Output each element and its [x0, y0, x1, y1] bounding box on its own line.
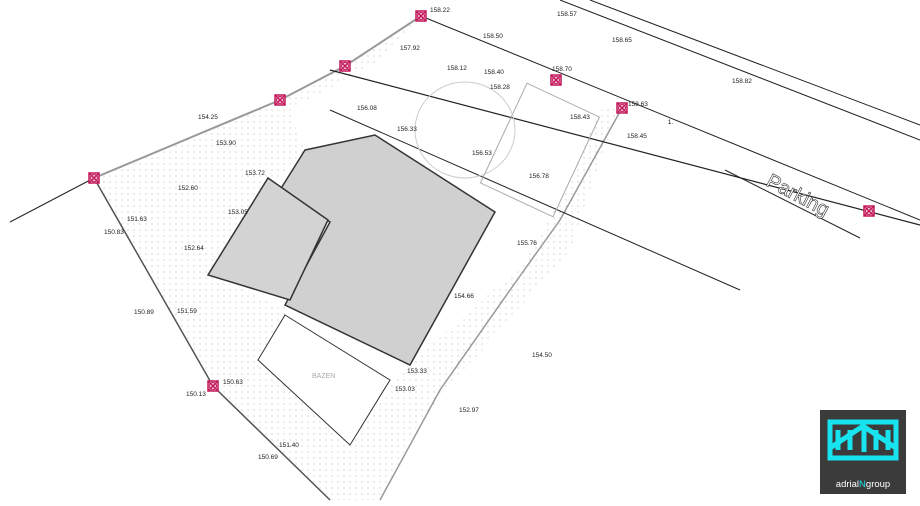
elevation-label: 150.69 [258, 454, 278, 461]
elevation-label: 156.08 [357, 105, 377, 112]
elevation-label: 156.33 [397, 126, 417, 133]
elevation-label: 158.57 [557, 11, 577, 18]
survey-marker-icon [550, 74, 562, 86]
elevation-labels: 158.22 158.57 158.50 157.92 158.65 158.12 158.… [104, 7, 752, 461]
elevation-label: 156.78 [529, 173, 549, 180]
utility-line [329, 69, 920, 226]
elevation-label: 155.76 [517, 240, 537, 247]
survey-marker-icon [616, 102, 628, 114]
elevation-label: 158.50 [483, 33, 503, 40]
elevation-label: 158.43 [570, 114, 590, 121]
logo-text-mid: N [859, 479, 866, 490]
elevation-label: 151.63 [127, 216, 147, 223]
elevation-label: 152.64 [184, 245, 204, 252]
elevation-label: 158.40 [484, 69, 504, 76]
survey-marker-icon [207, 380, 219, 392]
survey-marker-icon [863, 205, 875, 217]
plot-boundary [93, 15, 422, 179]
elevation-label: 158.82 [732, 78, 752, 85]
parking-label: Parking [763, 170, 833, 221]
pool-label: BAZEN [312, 373, 335, 380]
road-edge [559, 0, 920, 141]
elevation-label: 150.13 [186, 391, 206, 398]
elevation-label: 153.90 [216, 140, 236, 147]
elevation-label: 158.45 [627, 133, 647, 140]
parking-area [479, 82, 601, 218]
logo-text-left: adrial [835, 479, 860, 490]
survey-marker-icon [415, 10, 427, 22]
elevation-label: 158.28 [490, 84, 510, 91]
elevation-label: 154.66 [454, 293, 474, 300]
elevation-label: 158.12 [447, 65, 467, 72]
utility-line [9, 177, 95, 223]
survey-marker-icon [339, 60, 351, 72]
survey-marker-icon [88, 172, 100, 184]
note-label: 1. [668, 120, 673, 126]
plot-ground [94, 16, 622, 500]
elevation-label: 150.89 [134, 309, 154, 316]
turning-circle [414, 81, 516, 179]
elevation-label: 153.05 [228, 209, 248, 216]
elevation-label: 153.03 [395, 386, 415, 393]
logo-text-right: group [865, 479, 891, 490]
elevation-label: 152.97 [459, 407, 479, 414]
elevation-label: 158.70 [552, 66, 572, 73]
road-edge [420, 15, 920, 221]
contour-line [329, 109, 741, 291]
elevation-label: 158.63 [628, 101, 648, 108]
elevation-label: 156.53 [472, 150, 492, 157]
pool [257, 314, 391, 446]
stair-block [206, 176, 329, 301]
elevation-label: 151.59 [177, 308, 197, 315]
road-edge [589, 0, 920, 126]
elevation-label: 153.33 [407, 368, 427, 375]
parking-edge [724, 169, 861, 239]
elevation-label: 153.72 [245, 170, 265, 177]
elevation-label: 158.22 [430, 7, 450, 14]
elevation-label: 157.92 [400, 45, 420, 52]
elevation-label: 158.65 [612, 37, 632, 44]
elevation-label: 151.40 [279, 442, 299, 449]
plot-boundary-east [379, 107, 623, 501]
elevation-label: 154.50 [532, 352, 552, 359]
company-logo: adrialNgroup [820, 410, 906, 494]
elevation-label: 152.60 [178, 185, 198, 192]
logo-text: adrialNgroup [820, 479, 906, 490]
elevation-label: 150.63 [223, 379, 243, 386]
survey-markers [88, 10, 875, 392]
logo-icon [827, 419, 899, 461]
elevation-label: 150.83 [104, 229, 124, 236]
elevation-label: 154.25 [198, 114, 218, 121]
survey-marker-icon [274, 94, 286, 106]
